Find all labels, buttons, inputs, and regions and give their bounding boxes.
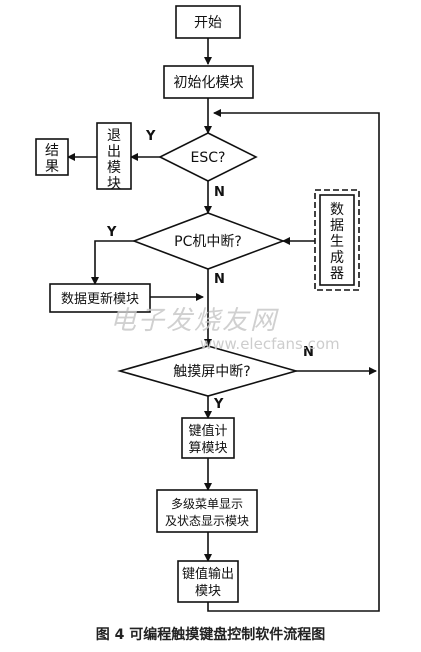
key-calc-label-2: 算模块 bbox=[188, 441, 227, 456]
data-generator-node bbox=[319, 194, 355, 286]
edge-pc-update bbox=[91, 240, 134, 285]
pc-interrupt-decision bbox=[131, 212, 286, 270]
key-output-node bbox=[177, 560, 239, 603]
watermark-url: www.elecfans.com bbox=[200, 335, 340, 353]
esc-decision bbox=[158, 132, 258, 182]
data-generator-label: 数据生成器 bbox=[330, 202, 344, 282]
start-node bbox=[175, 5, 241, 39]
data-update-node bbox=[49, 283, 151, 313]
exit-node bbox=[96, 122, 132, 190]
watermark-logo: 电子发烧友网 bbox=[110, 306, 279, 336]
data-update-label: 数据更新模块 bbox=[61, 291, 139, 307]
exit-label: 退出模块 bbox=[107, 128, 121, 192]
esc-no-label: N bbox=[214, 185, 225, 200]
key-output-label-2: 模块 bbox=[195, 584, 221, 599]
key-calc-label-1: 键值计 bbox=[188, 423, 227, 439]
menu-label-1: 多级菜单显示 bbox=[171, 497, 243, 511]
touch-interrupt-decision bbox=[117, 345, 299, 397]
key-calc-node bbox=[181, 417, 235, 459]
pc-no-label: N bbox=[214, 272, 225, 287]
figure-caption: 图 4 可编程触摸键盘控制软件流程图 bbox=[95, 627, 326, 643]
key-output-label-1: 键值输出 bbox=[182, 566, 234, 582]
init-node bbox=[163, 65, 254, 99]
touch-no-label: N bbox=[303, 345, 314, 360]
touch-yes-label: Y bbox=[213, 397, 224, 412]
flow-edges bbox=[67, 38, 380, 612]
edge-output-loop bbox=[207, 109, 380, 612]
start-label: 开始 bbox=[194, 15, 222, 31]
esc-yes-label: Y bbox=[145, 129, 156, 144]
pc-yes-label: Y bbox=[106, 225, 117, 240]
menu-label-2: 及状态显示模块 bbox=[165, 514, 249, 528]
init-label: 初始化模块 bbox=[174, 74, 244, 91]
pc-interrupt-label: PC机中断? bbox=[174, 234, 242, 250]
esc-label: ESC? bbox=[191, 150, 226, 166]
touch-interrupt-label: 触摸屏中断? bbox=[173, 364, 250, 380]
end-label: 结果 bbox=[45, 143, 59, 175]
menu-display-node bbox=[156, 489, 258, 533]
end-node bbox=[35, 138, 69, 176]
